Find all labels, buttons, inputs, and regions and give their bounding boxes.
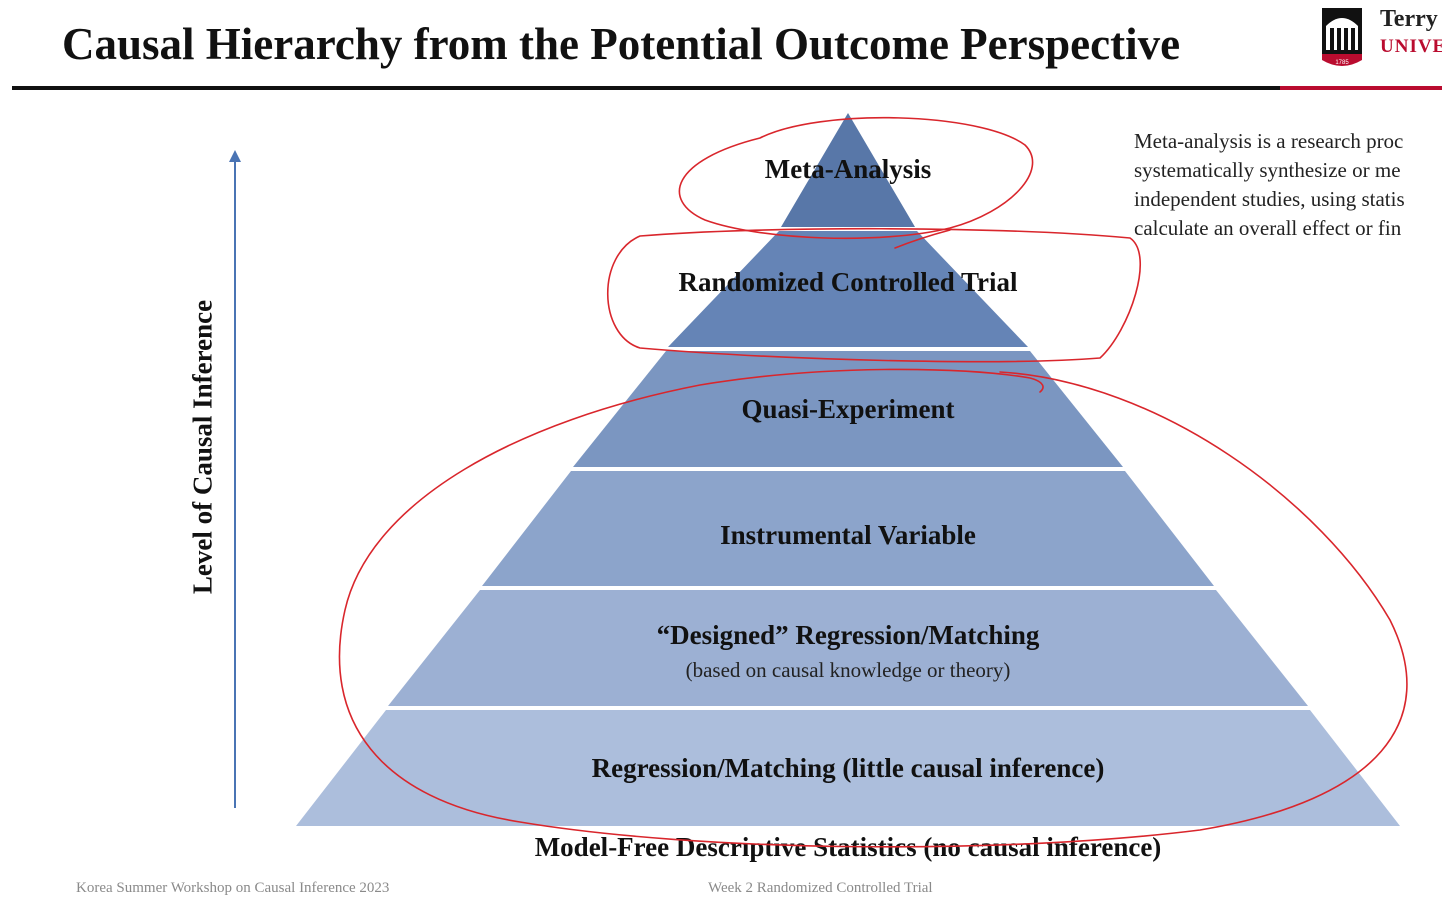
axis-label: Level of Causal Inference xyxy=(187,299,218,595)
base-label: Model-Free Descriptive Statistics (no ca… xyxy=(534,832,1162,862)
slide-title: Causal Hierarchy from the Potential Outc… xyxy=(62,19,1181,69)
axis-arrowhead xyxy=(229,150,241,162)
tier-label-rct: Randomized Controlled Trial xyxy=(678,267,1018,297)
title-rule xyxy=(12,86,1280,90)
tier-label-meta-analysis: Meta-Analysis xyxy=(764,154,932,184)
tier-label-designed-regression: “Designed” Regression/Matching xyxy=(656,620,1040,650)
tier-sublabel-designed-regression: (based on causal knowledge or theory) xyxy=(685,658,1011,682)
tier-label-regression-matching: Regression/Matching (little causal infer… xyxy=(591,753,1105,783)
logo-text-terry: Terry xyxy=(1380,6,1438,32)
meta-analysis-note: Meta-analysis is a research proc systema… xyxy=(1134,127,1442,243)
note-line: independent studies, using statis xyxy=(1134,187,1405,211)
footer-left: Korea Summer Workshop on Causal Inferenc… xyxy=(76,880,390,896)
logo-seal-year: 1785 xyxy=(1335,60,1349,66)
tier-label-instrumental-variable: Instrumental Variable xyxy=(720,520,976,550)
footer-right: Week 2 Randomized Controlled Trial xyxy=(708,880,933,896)
title-rule-accent xyxy=(1280,86,1442,90)
tier-label-quasi-experiment: Quasi-Experiment xyxy=(741,394,955,424)
logo-text-university: UNIVE xyxy=(1380,36,1442,57)
university-arch-icon: 1785 xyxy=(1322,8,1362,66)
note-line: systematically synthesize or me xyxy=(1134,158,1401,182)
note-line: calculate an overall effect or fin xyxy=(1134,216,1402,240)
note-line: Meta-analysis is a research proc xyxy=(1134,129,1404,153)
